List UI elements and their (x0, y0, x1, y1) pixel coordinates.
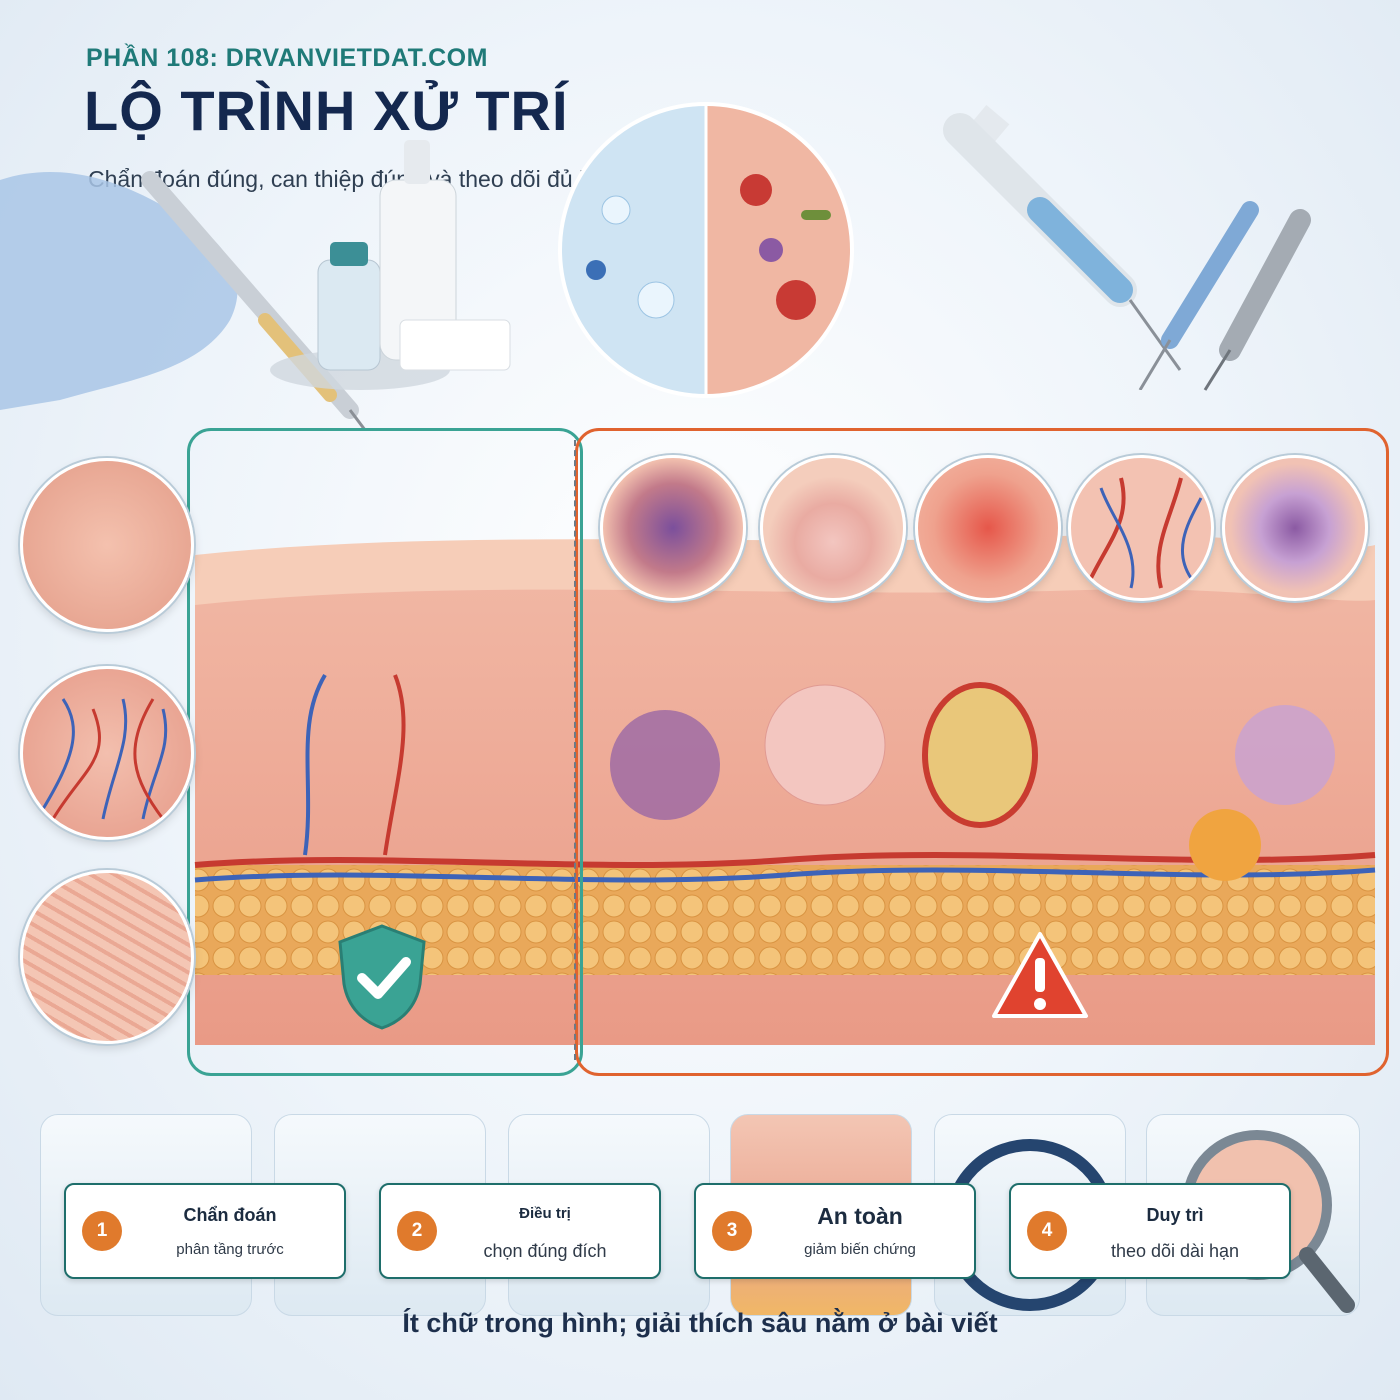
step-badge: 3 (712, 1211, 752, 1251)
step-title: Chẩn đoán (183, 1205, 277, 1225)
step-subtitle: giảm biến chứng (804, 1241, 916, 1258)
step-card-3: 3 An toàn giảm biến chứng (694, 1183, 976, 1279)
step-subtitle: theo dõi dài hạn (1110, 1241, 1240, 1261)
step-badge: 4 (1027, 1211, 1067, 1251)
footer-note: Ít chữ trong hình; giải thích sâu nằm ở … (402, 1308, 998, 1338)
step-card-2: 2 Điều trị chọn đúng đích (379, 1183, 661, 1279)
step-title: Điều trị (519, 1205, 571, 1222)
zoom-circle-vessels (20, 666, 194, 840)
zoom-circle-nodule (760, 455, 906, 601)
zoom-circle-infection (915, 455, 1061, 601)
page-title: LỘ TRÌNH XỬ TRÍ (84, 79, 569, 142)
zoom-circle-collagen (20, 870, 194, 1044)
step-subtitle: phân tầng trước (176, 1241, 284, 1258)
zoom-circle-granuloma (1222, 455, 1368, 601)
step-badge: 2 (397, 1211, 437, 1251)
risk-zone-frame (575, 428, 1389, 1076)
gloved-hand-syringe-illustration (0, 140, 511, 430)
zoom-circle-vascular (1068, 455, 1214, 601)
step-title: Duy trì (1146, 1205, 1204, 1225)
step-card-1: 1 Chẩn đoán phân tầng trước (64, 1183, 346, 1279)
warning-triangle-icon (992, 932, 1088, 1018)
section-kicker: PHẦN 108: DRVANVIETDAT.COM (86, 44, 488, 72)
zoom-circle-bruise (600, 455, 746, 601)
step-card-4: 4 Duy trì theo dõi dài hạn (1009, 1183, 1291, 1279)
needle-icon (1161, 201, 1259, 349)
divider-line (574, 440, 576, 1060)
shield-check-icon (338, 924, 426, 1030)
needle-icon (1203, 209, 1311, 391)
comparison-microscope-circle (558, 102, 854, 398)
syringe-icon (943, 105, 1259, 390)
step-badge: 1 (82, 1211, 122, 1251)
step-title: An toàn (817, 1203, 903, 1229)
step-subtitle: chọn đúng đích (483, 1241, 607, 1261)
page-subtitle: Chẩn đoán đúng, can thiệp đúng và theo d… (88, 166, 617, 192)
zoom-circle-epidermis (20, 458, 194, 632)
